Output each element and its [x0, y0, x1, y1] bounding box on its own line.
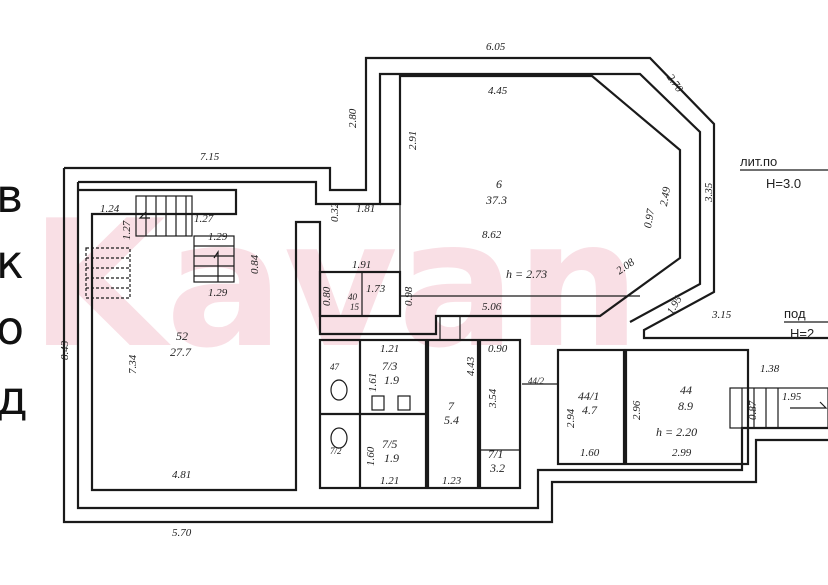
label-lit: лит.по: [740, 154, 777, 169]
room-52-area: 27.7: [170, 345, 192, 359]
room-7-area: 5.4: [444, 413, 459, 427]
watermark-text: Kavan: [30, 184, 640, 387]
room-7-number: 7: [448, 399, 455, 413]
dim-2-49: 2.49: [658, 186, 673, 208]
room-7-1-area: 3.2: [489, 461, 505, 475]
dim-2-96: 2.96: [631, 400, 643, 420]
room-44-area: 8.9: [678, 399, 693, 413]
dim-5-06: 5.06: [482, 301, 502, 313]
dim-1-21b: 1.21: [380, 475, 399, 487]
dim-3-54: 3.54: [487, 388, 499, 409]
dim-0-98: 0.98: [403, 286, 415, 306]
dim-1-60: 1.60: [365, 446, 377, 466]
dim-7-15: 7.15: [200, 151, 220, 163]
room-40-number: 40: [348, 292, 358, 302]
dim-1-29a: 1.29: [208, 231, 228, 243]
dim-1-91: 1.91: [352, 259, 371, 271]
dim-7-34: 7.34: [127, 354, 139, 374]
room-44-1-area: 4.7: [582, 403, 598, 417]
dim-2-94: 2.94: [565, 408, 577, 428]
dim-3-35: 3.35: [703, 182, 715, 203]
dim-3-15: 3.15: [711, 309, 732, 321]
dim-0-90: 0.90: [488, 343, 508, 355]
left-letter-4: д: [0, 371, 28, 425]
dim-4-81: 4.81: [172, 469, 191, 481]
room-7-5-area: 1.9: [384, 451, 399, 465]
stairs-left: [85, 195, 235, 299]
label-pod: под: [784, 306, 806, 321]
room-7-5-number: 7/5: [382, 437, 397, 451]
dim-1-27a: 1.27: [121, 220, 133, 240]
dim-8-62: 8.62: [482, 229, 502, 241]
dim-1-21a: 1.21: [380, 343, 399, 355]
dim-0-97: 0.97: [642, 208, 657, 230]
right-labels: лит.по H=3.0 под H=2: [740, 154, 828, 341]
outer-walls: [62, 56, 828, 524]
room-labels: 6 37.3 h = 2.73 52 27.7 40 15 7/3 1.9 7/…: [170, 177, 697, 475]
room-40-area: 15: [350, 302, 360, 312]
dim-1-61: 1.61: [367, 373, 379, 392]
dim-1-23: 1.23: [442, 475, 462, 487]
room-44-2-number: 44/2: [528, 376, 545, 386]
dim-2-99: 2.99: [672, 447, 692, 459]
left-letter-1: в: [0, 169, 23, 223]
left-letter-3: о: [0, 301, 24, 355]
room-6-number: 6: [496, 177, 502, 191]
dim-0-84: 0.84: [249, 254, 261, 274]
left-letter-2: к: [0, 235, 24, 289]
room-6-area: 37.3: [485, 193, 507, 207]
dim-1-95: 1.95: [665, 294, 685, 317]
dim-8-43: 8.43: [59, 340, 71, 360]
room-7-3-area: 1.9: [384, 373, 399, 387]
dim-0-32: 0.32: [329, 202, 341, 222]
room-7-3-number: 7/3: [382, 359, 397, 373]
room-44-1-number: 44/1: [578, 389, 599, 403]
room-6-height: h = 2.73: [506, 267, 547, 281]
dim-4-45: 4.45: [488, 85, 508, 97]
dim-1-81: 1.81: [356, 203, 375, 215]
dim-1-38: 1.38: [760, 363, 780, 375]
dim-1-24: 1.24: [100, 203, 120, 215]
dim-1-27b: 1.27: [194, 213, 214, 225]
dim-2-80: 2.80: [347, 108, 359, 128]
room-7-2-number: 7/2: [330, 446, 342, 456]
dim-1-29b: 1.29: [208, 287, 228, 299]
dim-1-95b: 1.95: [782, 391, 802, 403]
room-44-number: 44: [680, 383, 692, 397]
room-52-number: 52: [176, 329, 188, 343]
room-7-1-number: 7/1: [488, 447, 503, 461]
label-lit-height: H=3.0: [766, 176, 801, 191]
room-44-height: h = 2.20: [656, 425, 697, 439]
dim-1-60b: 1.60: [580, 447, 600, 459]
dimension-labels: 6.05 4.45 2.70 2.80 2.91 7.15 3.35 2.49 …: [59, 41, 802, 539]
dim-2-91: 2.91: [407, 131, 419, 150]
right-rooms: [522, 348, 828, 466]
dim-6-05: 6.05: [486, 41, 506, 53]
dim-0-87: 0.87: [747, 400, 759, 420]
room-47-number: 47: [330, 362, 340, 372]
dim-0-80: 0.80: [321, 286, 333, 306]
dim-1-73: 1.73: [366, 283, 386, 295]
dim-5-70: 5.70: [172, 527, 192, 539]
middle-rooms: [318, 270, 522, 490]
label-pod-height: H=2: [790, 326, 814, 341]
dim-4-43: 4.43: [465, 356, 477, 376]
